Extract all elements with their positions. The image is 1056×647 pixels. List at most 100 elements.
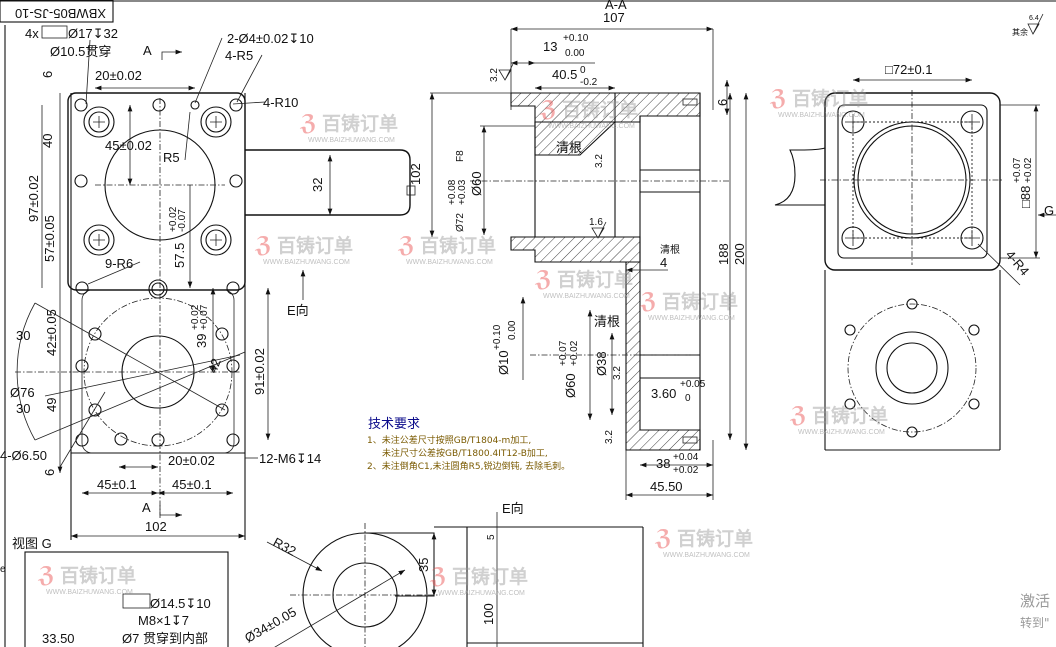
roughness-rest-value: 6.4: [1029, 15, 1039, 22]
dim-60b: Ø60: [563, 373, 578, 398]
dim-102: 102: [145, 519, 167, 534]
svg-text:ℨ: ℨ: [254, 233, 272, 258]
watermark-brand: 百铸订单: [277, 234, 353, 257]
dim-76: Ø76: [10, 385, 35, 400]
dim-57-5: 57.5: [172, 243, 187, 268]
dim-72-square: □72±0.1: [885, 62, 933, 77]
r6-label: 9-R6: [105, 256, 133, 271]
corner-r10: 4-R10: [263, 95, 298, 110]
roughness-32-c: 3.2: [612, 366, 623, 380]
svg-text:ℨ: ℨ: [429, 564, 447, 589]
dim-40-5-low: -0.2: [580, 77, 598, 88]
dim-35: 35: [416, 558, 431, 572]
svg-text:ℨ: ℨ: [299, 111, 317, 136]
dim-42: 42±0.05: [44, 309, 59, 356]
counterbore-spec: Ø17↧32: [68, 26, 118, 41]
dim-13-low: 0.00: [565, 48, 585, 59]
section-mark-a-bottom: A: [142, 500, 151, 515]
qinggen-label-2: 清根: [594, 314, 620, 329]
watermark-url: WWW.BAIZHUWANG.COM: [778, 112, 865, 119]
view-g-counterbore: Ø14.5↧10: [150, 596, 211, 611]
dim-60b-up: +0.07: [558, 340, 569, 366]
dim-13: 13: [543, 39, 557, 54]
dim-13-up: +0.10: [563, 33, 589, 44]
front-view: 4x Ø17↧32 Ø10.5贯穿 A 2-Ø4±0.02↧10 4-R5 4-…: [0, 25, 423, 540]
dim-45-5: 45.50: [650, 479, 683, 494]
dim-32: 32: [310, 178, 325, 192]
roughness-rest-label: 其余: [1012, 27, 1028, 37]
dim-107: 107: [603, 10, 625, 25]
dim-10-low: 0.00: [507, 320, 518, 340]
watermark-url: WWW.BAIZHUWANG.COM: [663, 552, 750, 559]
roughness-32-d: 3.2: [604, 430, 615, 444]
dim-72: Ø72: [455, 213, 466, 232]
dim-102-side: 102: [408, 163, 423, 185]
corner-r5: 4-R5: [225, 48, 253, 63]
dim-72-up: +0.08: [447, 179, 458, 205]
view-g-m8: M8×1↧7: [138, 613, 189, 628]
dim-6: 6: [715, 99, 730, 106]
title-block: XBWB05-JS-10: [0, 0, 114, 23]
dim-38: Ø38: [594, 351, 609, 376]
e-view-label: E向: [287, 303, 309, 318]
dim-45a: 45±0.1: [97, 477, 137, 492]
dim-40: 40: [40, 134, 55, 148]
dim-42b: 42: [205, 356, 224, 375]
view-g-through: Ø7 贯穿到内部: [122, 631, 208, 646]
side-view: 其余 6.4 □72±0.1 □88 +0.07 +0.02 G 4-R4: [774, 13, 1056, 451]
svg-text:ℨ: ℨ: [639, 289, 657, 314]
watermark-brand: 百铸订单: [812, 404, 888, 427]
dim-3-6: 3.60: [651, 386, 676, 401]
watermark-url: WWW.BAIZHUWANG.COM: [308, 137, 395, 144]
dim-60b-low: +0.02: [569, 340, 580, 366]
watermark-brand: 百铸订单: [662, 290, 738, 313]
dim-10-up: +0.10: [492, 324, 503, 350]
holes-650: 4-Ø6.50: [0, 448, 47, 463]
svg-text:ℨ: ℨ: [539, 97, 557, 122]
notes-line-1: 1、未注公差尺寸按照GB/T1804-m加工,: [367, 434, 531, 446]
dim-38b: 38: [656, 456, 670, 471]
activation-overlay-line-1: 激活: [1020, 592, 1050, 610]
dim-188: 188: [716, 243, 731, 265]
small-holes: [74, 98, 243, 299]
dim-6-bottom: 6: [42, 469, 57, 476]
dim-20b: 20±0.02: [168, 453, 215, 468]
dim-38b-low: +0.02: [673, 465, 699, 476]
through-hole-spec: Ø10.5贯穿: [50, 44, 111, 59]
view-g-title: 视图 G: [12, 536, 52, 551]
notes-line-3: 2、未注倒角C1,未注圆角R5,锐边倒钝, 去除毛刺。: [367, 460, 570, 472]
dim-45b: 45±0.1: [172, 477, 212, 492]
pin-hole-spec: 2-Ø4±0.02↧10: [227, 31, 314, 46]
watermark-brand: 百铸订单: [792, 87, 868, 110]
dim-57-5-tol-low: -0.07: [177, 209, 188, 232]
m6-thread: 12-M6↧14: [259, 451, 321, 466]
r32-label: R32: [271, 534, 299, 558]
watermark-url: WWW.BAIZHUWANG.COM: [548, 123, 635, 130]
watermark-url: WWW.BAIZHUWANG.COM: [648, 315, 735, 322]
section-mark-a-top: A: [143, 43, 152, 58]
watermark-brand: 百铸订单: [677, 527, 753, 550]
dim-200: 200: [732, 243, 747, 265]
section-title: A-A: [605, 0, 627, 12]
dim-38b-up: +0.04: [673, 452, 699, 463]
roughness-32-a: 3.2: [489, 68, 500, 82]
dim-33-5: 33.50: [42, 631, 75, 646]
counterbore-prefix: 4x: [25, 26, 39, 41]
watermark-brand: 百铸订单: [322, 112, 398, 135]
svg-text:ℨ: ℨ: [769, 86, 787, 111]
svg-text:ℨ: ℨ: [397, 233, 415, 258]
dim-91: 91±0.02: [252, 348, 267, 395]
dim-40-5-up: 0: [580, 65, 586, 76]
dim-72-low: +0.03: [457, 179, 468, 205]
watermark-url: WWW.BAIZHUWANG.COM: [406, 259, 493, 266]
dim-34: Ø34±0.05: [242, 604, 299, 645]
watermark-brand: 百铸订单: [452, 565, 528, 588]
e-view-label-bottom: E向: [502, 501, 524, 516]
roughness-16: 1.6: [589, 217, 603, 228]
dim-100: 100: [481, 603, 496, 625]
dim-39-tol-low: +0.07: [199, 304, 210, 330]
watermark-brand: 百铸订单: [420, 234, 496, 257]
dim-57: 57±0.05: [42, 215, 57, 262]
dim-57-5-tol-up: +0.02: [168, 206, 179, 232]
svg-text:ℨ: ℨ: [534, 267, 552, 292]
